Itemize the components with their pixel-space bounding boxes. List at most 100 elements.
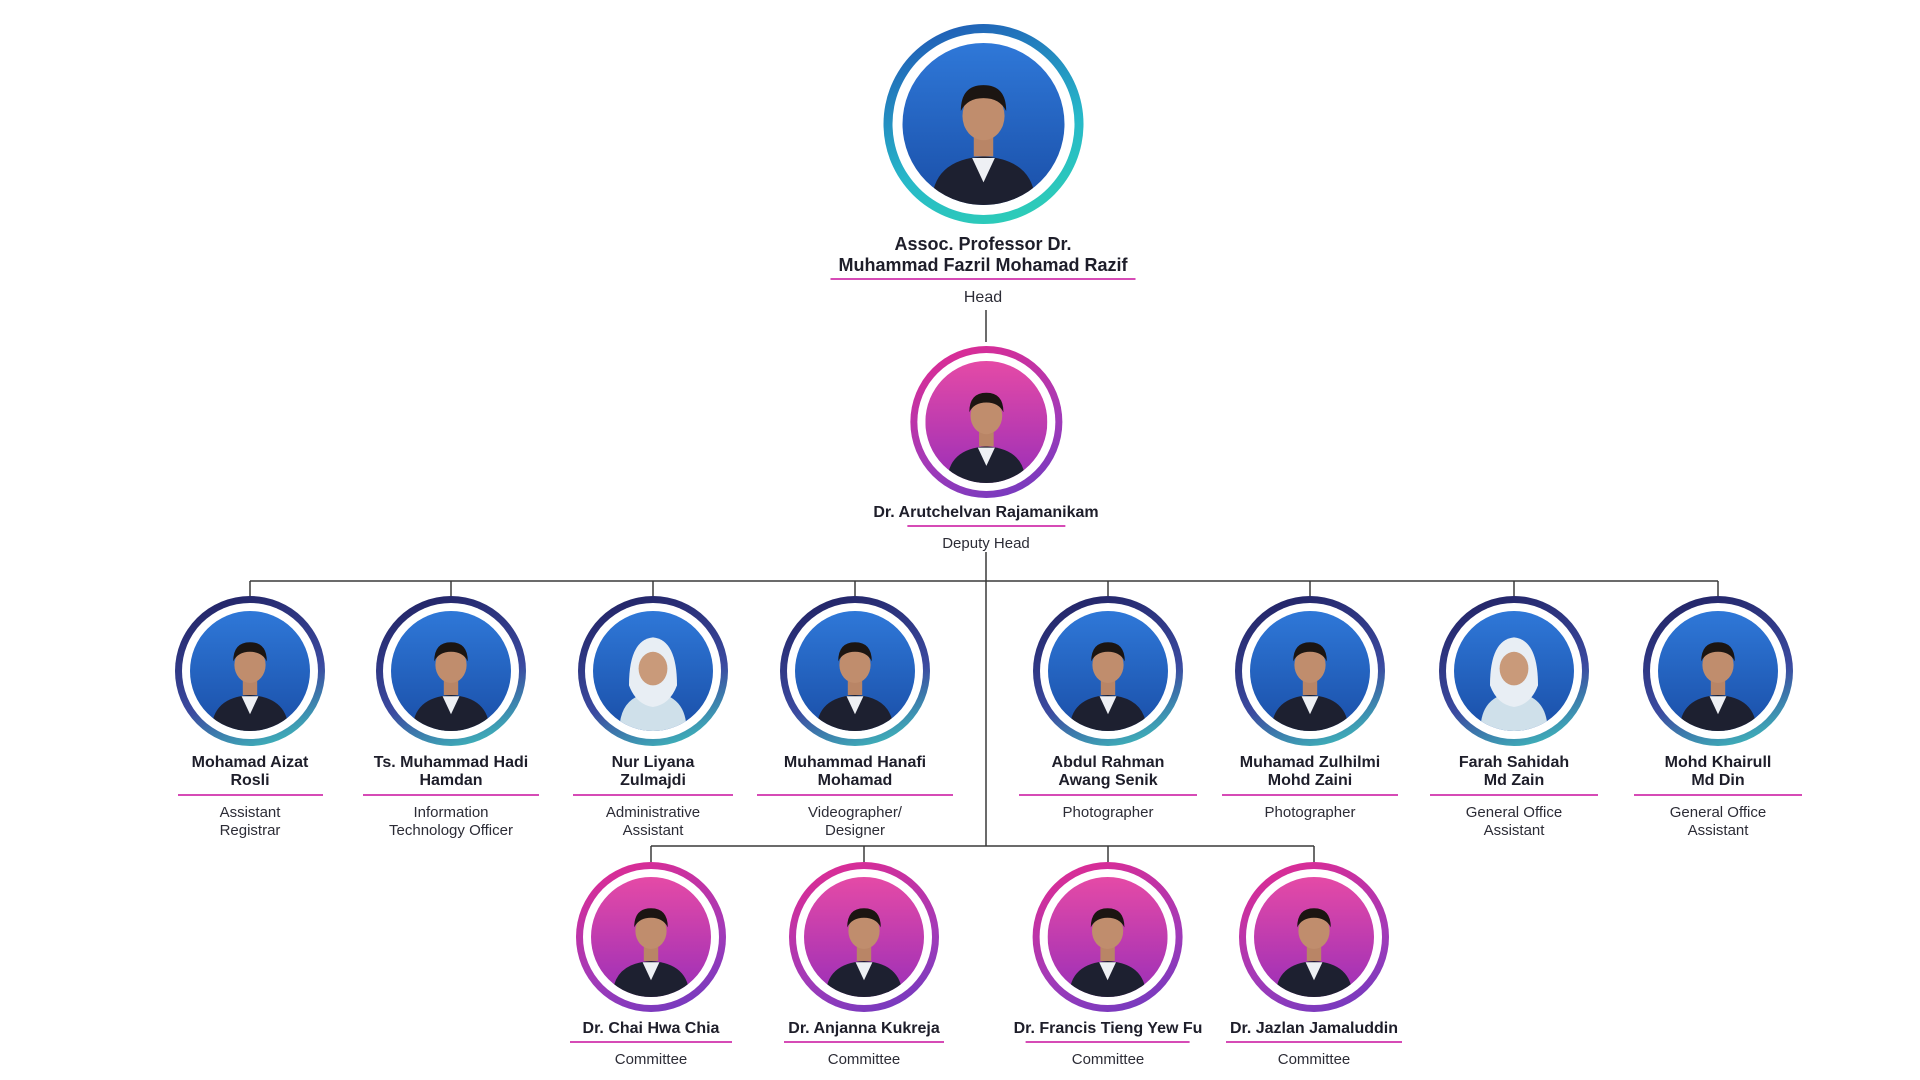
person-name-line: Nur Liyana: [611, 754, 695, 771]
person-role-line: Committee: [1277, 1051, 1351, 1069]
person-role: Photographer: [1222, 804, 1398, 822]
person-role: Photographer: [1019, 804, 1197, 822]
person-photo-icon: [391, 611, 511, 731]
avatar: [883, 24, 1083, 224]
person-name: Dr. Jazlan Jamaluddin: [1226, 1020, 1402, 1038]
person-photo-icon: [1658, 611, 1778, 731]
person-photo-icon: [902, 43, 1064, 205]
person-role-line: Administrative: [605, 803, 701, 821]
person-role-line: Videographer/: [808, 803, 902, 821]
person-name-line: Dr. Chai Hwa Chia: [582, 1020, 720, 1037]
person-photo-icon: [1250, 611, 1370, 731]
node-committee: Dr. Francis Tieng Yew Fu Committee: [1014, 862, 1203, 1069]
person-role-line: Assistant: [1483, 821, 1545, 839]
avatar: [578, 596, 728, 746]
person-name-line: Farah Sahidah: [1458, 754, 1570, 771]
person-role: Committee: [570, 1051, 732, 1069]
person-name-line: Ts. Muhammad Hadi: [373, 754, 529, 771]
person-name-line: Dr. Arutchelvan Rajamanikam: [873, 504, 1099, 521]
person-name-line: Hamdan: [419, 772, 483, 790]
person-photo-icon: [804, 877, 924, 997]
person-photo-icon: [1454, 611, 1574, 731]
name-underline: [573, 793, 733, 796]
name-underline: [1026, 1041, 1190, 1044]
person-photo-icon: [925, 361, 1047, 483]
person-photo-icon: [591, 877, 711, 997]
name-underline: [1019, 793, 1197, 796]
person-role-line: Designer: [824, 821, 886, 839]
person-name-line: Muhammad Hanafi: [783, 754, 927, 771]
person-name-line: Md Din: [1691, 772, 1745, 790]
avatar: [789, 862, 939, 1012]
person-role-line: Photographer: [1062, 803, 1154, 821]
person-name-line: Rosli: [230, 772, 270, 790]
name-underline: [177, 793, 323, 796]
person-role-line: Deputy Head: [942, 535, 1030, 553]
avatar: [1235, 596, 1385, 746]
person-role: Committee: [784, 1051, 944, 1069]
node-head: Assoc. Professor Dr.Muhammad Fazril Moha…: [830, 24, 1136, 308]
person-role-line: Committee: [614, 1051, 688, 1069]
avatar: [175, 596, 325, 746]
avatar: [780, 596, 930, 746]
name-underline: [1634, 793, 1802, 796]
person-role-line: Assistant: [622, 821, 684, 839]
person-name-line: Zulmajdi: [620, 772, 686, 790]
person-role-line: Information: [413, 803, 489, 821]
person-role-line: General Office: [1669, 803, 1767, 821]
person-role: Videographer/Designer: [757, 804, 953, 840]
name-underline: [757, 793, 953, 796]
avatar: [1643, 596, 1793, 746]
person-role-line: Technology Officer: [389, 821, 513, 839]
person-photo-icon: [190, 611, 310, 731]
avatar: [1033, 862, 1183, 1012]
name-underline: [1226, 1041, 1402, 1044]
avatar: [1439, 596, 1589, 746]
person-photo-icon: [795, 611, 915, 731]
name-underline: [363, 793, 539, 796]
person-role-line: Committee: [827, 1051, 901, 1069]
person-role: Deputy Head: [873, 535, 1098, 553]
person-name: Dr. Chai Hwa Chia: [570, 1020, 732, 1038]
avatar: [1239, 862, 1389, 1012]
person-name-line: Mohd Khairull: [1664, 754, 1772, 771]
person-photo-icon: [1254, 877, 1374, 997]
name-underline: [1222, 793, 1398, 796]
person-name-line: Mohamad: [817, 772, 893, 790]
person-photo-icon: [1048, 611, 1168, 731]
person-name-line: Dr. Jazlan Jamaluddin: [1229, 1020, 1399, 1037]
person-name-line: Awang Senik: [1058, 772, 1158, 790]
person-name-line: Md Zain: [1483, 772, 1545, 790]
avatar: [1033, 596, 1183, 746]
person-name-line: Abdul Rahman: [1051, 754, 1165, 771]
person-role-line: Registrar: [219, 821, 281, 839]
person-name: Dr. Francis Tieng Yew Fu: [1014, 1020, 1203, 1038]
person-role: Committee: [1014, 1051, 1203, 1069]
person-role-line: Photographer: [1264, 803, 1356, 821]
avatar: [576, 862, 726, 1012]
avatar: [910, 346, 1062, 498]
name-underline: [907, 525, 1065, 528]
person-role: Head: [831, 288, 1136, 307]
